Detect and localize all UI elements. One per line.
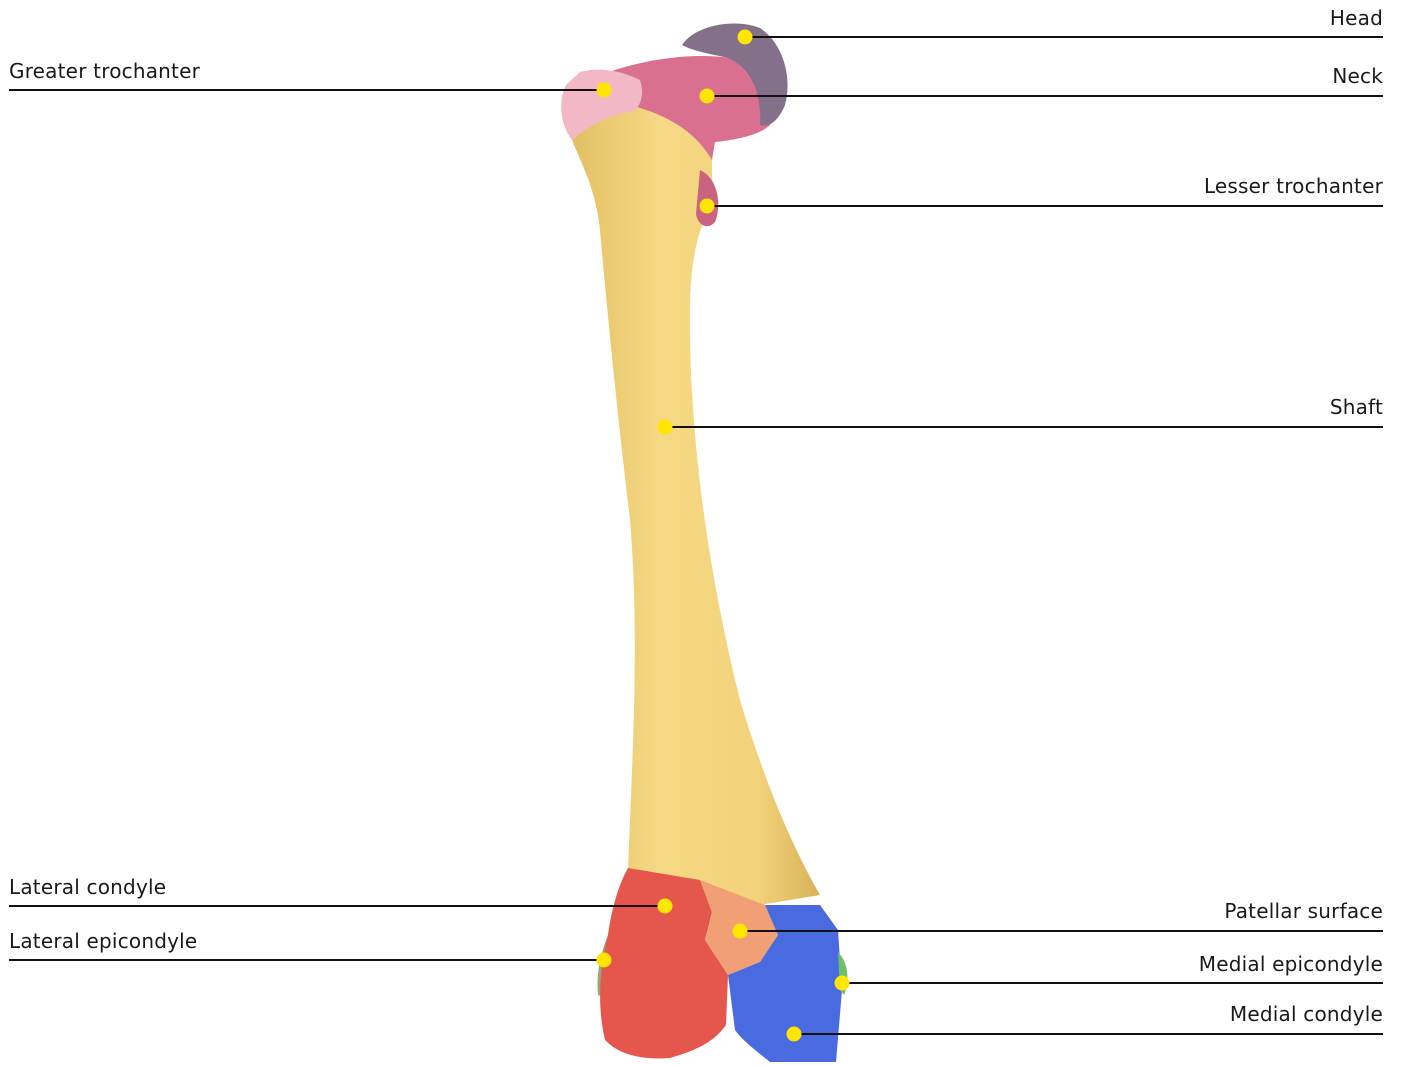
lateral-epicondyle-marker[interactable]	[597, 953, 612, 968]
medial-condyle-marker[interactable]	[787, 1027, 802, 1042]
greater-trochanter-marker[interactable]	[597, 83, 612, 98]
shaft-marker[interactable]	[658, 420, 673, 435]
medial-condyle-label: Medial condyle	[1230, 1002, 1383, 1026]
patellar-surface-label: Patellar surface	[1224, 899, 1383, 923]
head-marker[interactable]	[738, 30, 753, 45]
patellar-surface-marker[interactable]	[733, 924, 748, 939]
medial-epicondyle-marker[interactable]	[835, 976, 850, 991]
greater-trochanter-label: Greater trochanter	[9, 59, 200, 83]
lateral-epicondyle-label: Lateral epicondyle	[9, 929, 197, 953]
lesser-trochanter-marker[interactable]	[700, 199, 715, 214]
lesser-trochanter-label: Lesser trochanter	[1204, 174, 1383, 198]
neck-marker[interactable]	[700, 89, 715, 104]
shaft-label: Shaft	[1330, 395, 1383, 419]
head-label: Head	[1330, 6, 1383, 30]
neck-label: Neck	[1332, 64, 1383, 88]
lateral-condyle-marker[interactable]	[658, 899, 673, 914]
medial-epicondyle-label: Medial epicondyle	[1199, 952, 1383, 976]
lateral-condyle-label: Lateral condyle	[9, 875, 166, 899]
